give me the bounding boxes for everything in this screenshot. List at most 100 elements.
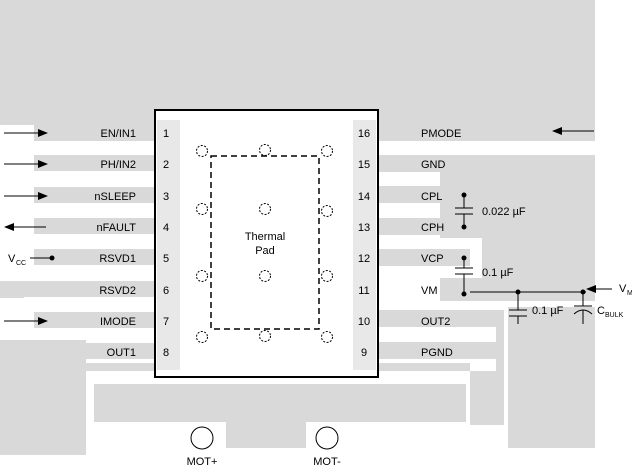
signal-arrows: [4, 127, 594, 325]
cpl-trace: [378, 186, 470, 203]
cap-cp-value: 0.022 µF: [482, 206, 526, 218]
thermal-via: [321, 205, 333, 217]
thermal-pad-label: Pad: [255, 245, 275, 257]
pin-name: PMODE: [421, 128, 461, 140]
pin-number: 2: [163, 159, 169, 171]
pin-number: 10: [358, 316, 370, 328]
cap-vcp-value: 0.1 µF: [482, 267, 514, 279]
mot-plus-terminal: [190, 426, 214, 450]
vcc-label: V: [8, 253, 16, 265]
right-ground-pour: [440, 172, 595, 278]
pin-number: 13: [358, 222, 370, 234]
left-pins: EN/IN1 1 PH/IN2 2 nSLEEP 3 nFAULT 4 RSVD…: [94, 128, 169, 359]
pin-name: IMODE: [100, 316, 136, 328]
pin-name: VM: [421, 285, 438, 297]
ph-trace: [34, 155, 155, 171]
arrow-left-icon: [552, 127, 562, 135]
ic-body: [154, 109, 379, 378]
thermal-via: [259, 144, 271, 156]
pin-number: 3: [163, 191, 169, 203]
pin-name: PH/IN2: [101, 159, 136, 171]
cap-vm-value: 0.1 µF: [532, 305, 564, 317]
pin-number: 11: [358, 285, 369, 297]
pin-number: 14: [358, 191, 370, 203]
pin-name: RSVD1: [99, 253, 136, 265]
pin-number: 9: [361, 347, 367, 359]
top-ground-pour: [0, 0, 595, 125]
bottom-ground-pour: [0, 310, 504, 455]
en-trace: [34, 125, 155, 141]
vcp-trace: [378, 249, 470, 266]
pin-name: RSVD2: [99, 285, 136, 297]
rsvd1-trace: [34, 249, 155, 265]
pmode-trace: [378, 125, 595, 141]
pin-name: OUT1: [107, 347, 136, 359]
arrow-right-icon: [38, 192, 48, 200]
arrow-left-icon: [4, 223, 14, 231]
pad-column-right: [353, 120, 376, 370]
arrow-right-icon: [38, 129, 48, 137]
capacitor-vcp: [455, 255, 473, 297]
capacitor-bulk: [573, 289, 593, 340]
vcc-node: [49, 255, 55, 261]
mot-plus-label: MOT+: [187, 456, 218, 468]
thermal-via: [321, 145, 333, 157]
out2-trace: [378, 310, 496, 327]
nfault-trace: [34, 218, 155, 234]
pin-number: 7: [163, 316, 169, 328]
vcc-label-subscript: CC: [16, 260, 26, 267]
thermal-via: [259, 270, 271, 282]
rsvd2-trace: [0, 281, 155, 297]
nsleep-trace: [34, 187, 155, 203]
pin-name: EN/IN1: [101, 128, 136, 140]
arrow-left-icon: [586, 285, 596, 293]
pin-number: 6: [163, 285, 169, 297]
pin-name: CPH: [421, 222, 444, 234]
copper-layer: [0, 0, 595, 455]
pin-number: 1: [163, 128, 169, 140]
capacitor-vm: [508, 289, 528, 340]
thermal-via: [259, 203, 271, 215]
thermal-via: [196, 145, 208, 157]
pin-number: 16: [358, 128, 370, 140]
motor-ground-island: [94, 384, 466, 448]
capacitor-cp: [455, 192, 473, 230]
pin-number: 5: [163, 253, 169, 265]
pin-name: VCP: [421, 253, 444, 265]
pin-name: CPL: [421, 191, 442, 203]
pin-number: 4: [163, 222, 169, 234]
out1-trace: [0, 343, 155, 359]
gnd-trace: [378, 155, 595, 172]
pin-number: 15: [358, 159, 370, 171]
pin-number: 8: [163, 347, 169, 359]
pin-name: nSLEEP: [94, 191, 136, 203]
imode-trace: [34, 312, 155, 328]
pin-name: GND: [421, 159, 446, 171]
pin-name: nFAULT: [96, 222, 136, 234]
mot-minus-label: MOT-: [313, 456, 341, 468]
pad-column-left: [157, 120, 180, 370]
right-pins: 16 PMODE 15 GND 14 CPL 13 CPH 12 VCP 11 …: [358, 128, 461, 359]
pgnd-trace: [378, 342, 496, 359]
pin-number: 12: [358, 253, 370, 265]
vm-label-subscript: M: [627, 290, 632, 297]
thermal-via: [321, 331, 333, 343]
pin-name: OUT2: [421, 316, 450, 328]
thermal-via: [196, 203, 208, 215]
thermal-via: [321, 270, 333, 282]
thermal-via: [196, 270, 208, 282]
thermal-via: [196, 331, 208, 343]
cbulk-label-subscript: BULK: [605, 312, 624, 319]
vm-pour: [440, 278, 595, 301]
lower-right-pour: [508, 307, 595, 448]
mot-minus-terminal: [315, 426, 339, 450]
cbulk-label: C: [597, 305, 605, 317]
thermal-vias: [196, 144, 333, 343]
left-ground-tab: [0, 284, 24, 298]
thermal-via: [259, 330, 271, 342]
arrow-right-icon: [38, 160, 48, 168]
cph-trace: [378, 218, 470, 235]
pin-name: PGND: [421, 347, 453, 359]
arrow-right-icon: [38, 317, 48, 325]
